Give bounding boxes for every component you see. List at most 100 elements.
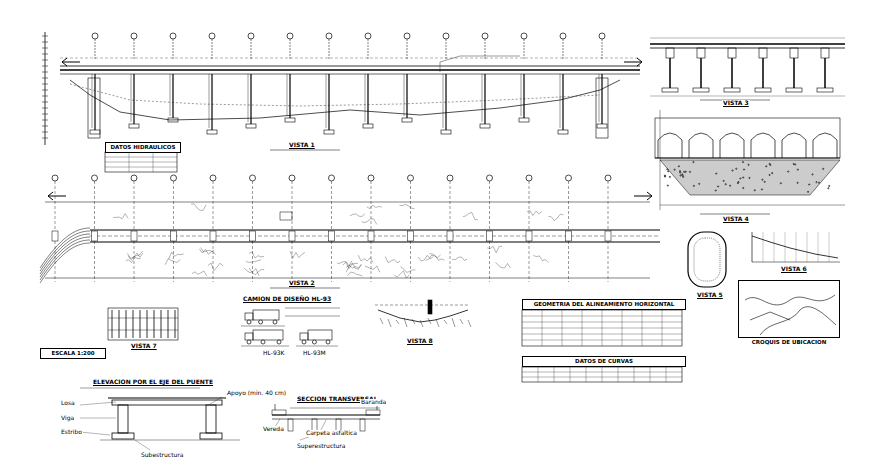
drawing-line bbox=[42, 36, 48, 37]
drawing-line bbox=[622, 310, 623, 346]
drawing-line bbox=[562, 74, 563, 130]
axis-marker bbox=[667, 185, 668, 186]
drawing-rect bbox=[428, 300, 432, 314]
drawing-rect bbox=[289, 231, 295, 241]
axis-marker bbox=[749, 177, 750, 178]
drawing-line bbox=[752, 236, 838, 258]
drawing-line bbox=[60, 69, 640, 71]
drawing-line bbox=[521, 74, 522, 116]
drawing-line bbox=[662, 310, 663, 346]
drawing-rect bbox=[724, 88, 740, 92]
drawing-rect bbox=[368, 231, 374, 241]
drawing-rect bbox=[566, 231, 572, 241]
axis-marker bbox=[365, 33, 371, 39]
drawing-line bbox=[60, 58, 640, 59]
drawing-line bbox=[42, 120, 48, 121]
map-lines bbox=[745, 295, 836, 335]
drawing-line bbox=[548, 214, 563, 220]
drawing-rect bbox=[487, 231, 493, 241]
drawing-line bbox=[290, 251, 305, 258]
drawing-line bbox=[326, 74, 327, 128]
drawing-line bbox=[394, 271, 409, 278]
axis-marker bbox=[273, 320, 277, 324]
drawing-line bbox=[42, 96, 48, 97]
axis-marker bbox=[289, 175, 295, 181]
axis-marker bbox=[788, 171, 789, 172]
axis-marker bbox=[766, 166, 767, 167]
axis-marker bbox=[762, 179, 763, 180]
drawing-line bbox=[172, 74, 173, 118]
drawing-rect bbox=[105, 152, 177, 172]
axis-marker bbox=[743, 187, 744, 188]
drawing-line bbox=[562, 310, 563, 346]
axis-marker bbox=[131, 175, 137, 181]
axis-marker bbox=[521, 33, 527, 39]
drawing-line bbox=[42, 72, 48, 73]
axis-marker bbox=[769, 174, 770, 175]
drawing-line bbox=[290, 39, 291, 60]
drawing-line bbox=[807, 232, 808, 262]
drawing-line bbox=[829, 232, 830, 262]
drawing-rect bbox=[112, 433, 134, 439]
drawing-line bbox=[602, 39, 603, 60]
axis-marker bbox=[669, 176, 670, 177]
axis-marker bbox=[689, 171, 690, 172]
drawing-line bbox=[199, 249, 214, 254]
drawing-rect bbox=[759, 48, 767, 58]
axis-marker bbox=[795, 164, 796, 165]
axis-marker bbox=[277, 340, 281, 344]
location-map: CROQUIS DE UBICACION bbox=[738, 280, 840, 338]
drawing-rect bbox=[408, 231, 414, 241]
drawing-line bbox=[731, 58, 733, 88]
drawing-line bbox=[602, 367, 603, 382]
axis-marker bbox=[797, 182, 798, 183]
arch bbox=[720, 133, 744, 158]
part-label: Subestructura bbox=[140, 452, 184, 459]
view-title: VISTA 2 bbox=[288, 280, 316, 287]
drawing-line bbox=[482, 74, 483, 122]
drawing-line bbox=[112, 310, 113, 338]
axis-marker bbox=[247, 340, 251, 344]
drawing-line bbox=[752, 232, 840, 262]
drawing-line bbox=[48, 196, 66, 197]
drawing-line bbox=[161, 310, 162, 338]
drawing-line bbox=[173, 39, 174, 60]
drawing-line bbox=[62, 62, 80, 63]
axis-marker bbox=[693, 185, 694, 186]
drawing-rect bbox=[441, 130, 451, 134]
drawing-rect bbox=[300, 333, 308, 340]
drawing-line bbox=[420, 320, 423, 327]
drawing-line bbox=[134, 39, 135, 60]
road-curve bbox=[40, 231, 90, 271]
drawing-rect bbox=[447, 231, 453, 241]
drawing-line bbox=[108, 397, 226, 398]
drawing-line bbox=[100, 440, 240, 441]
axis-marker bbox=[259, 320, 263, 324]
view-title: VISTA 4 bbox=[722, 216, 750, 223]
drawing-line bbox=[634, 367, 635, 382]
axis-marker bbox=[368, 175, 374, 181]
axis-marker bbox=[247, 320, 251, 324]
drawing-line bbox=[582, 310, 583, 346]
axis-marker bbox=[685, 171, 686, 172]
drawing-line bbox=[128, 251, 143, 258]
drawing-rect bbox=[558, 130, 568, 134]
drawing-line bbox=[388, 319, 391, 327]
drawing-line bbox=[524, 39, 525, 60]
axis-marker bbox=[737, 182, 738, 183]
drawing-line bbox=[793, 58, 795, 88]
view-title: VISTA 3 bbox=[722, 100, 750, 107]
drawing-line bbox=[169, 252, 184, 259]
arch bbox=[813, 133, 837, 158]
part-label: HL-93M bbox=[302, 350, 327, 357]
drawing-line bbox=[140, 310, 141, 338]
drawing-line bbox=[796, 232, 797, 262]
drawing-line bbox=[289, 74, 290, 118]
drawing-rect bbox=[253, 330, 283, 340]
drawing-line bbox=[248, 74, 249, 122]
drawing-line bbox=[650, 367, 651, 382]
drawing-line bbox=[436, 319, 439, 327]
drawing-line bbox=[650, 38, 845, 39]
axis-marker bbox=[738, 182, 739, 183]
drawing-line bbox=[586, 367, 587, 382]
